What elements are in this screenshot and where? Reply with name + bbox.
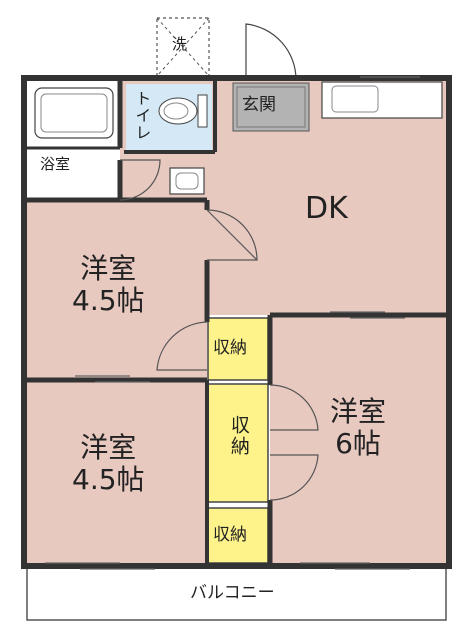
- closet-bottom-label: 収納: [213, 525, 247, 545]
- sliding-doors: [45, 76, 420, 570]
- room-sw-floor: [27, 380, 207, 563]
- bathtub: [34, 87, 114, 139]
- toilet-label: トイレ: [132, 90, 152, 141]
- room-e-label: 洋室 6帖: [330, 395, 387, 461]
- bath-label: 浴室: [40, 155, 71, 173]
- entrance-floor: [232, 82, 310, 132]
- door-swings: [119, 159, 319, 501]
- laundry-space: [156, 17, 210, 77]
- laundry-label: 洗: [172, 35, 188, 53]
- dk-label: DK: [305, 191, 348, 226]
- entrance-inner: [236, 86, 306, 128]
- closet-mid-label: 収納: [227, 415, 250, 457]
- room-nw-label: 洋室 4.5帖: [72, 252, 145, 318]
- closet-top-fill: [207, 317, 269, 381]
- outer-walls: [21, 75, 452, 569]
- room-e-type: 洋室: [330, 395, 387, 428]
- interior-walls: [24, 78, 449, 566]
- room-e-size: 6帖: [335, 427, 381, 461]
- closet-top-label: 収納: [213, 338, 247, 358]
- closet-bottom-fill: [207, 507, 269, 564]
- bathtub-inner: [40, 93, 108, 133]
- room-sw-label: 洋室 4.5帖: [72, 431, 145, 497]
- washbasin-icon: [169, 167, 205, 195]
- room-nw-size: 4.5帖: [72, 284, 145, 318]
- kitchen-sink-icon: [321, 81, 443, 119]
- balcony-label: バルコニー: [190, 583, 275, 603]
- room-sw-type: 洋室: [80, 431, 137, 464]
- balcony-floor: [26, 567, 447, 621]
- entrance-label: 玄関: [242, 95, 276, 115]
- closet-mid-fill: [207, 383, 269, 503]
- room-nw-floor: [27, 200, 207, 380]
- toilet-bowl-icon: [158, 94, 208, 128]
- entrance-door-swing: [245, 23, 297, 81]
- room-sw-size: 4.5帖: [72, 463, 145, 497]
- room-nw-type: 洋室: [80, 252, 137, 285]
- room-e-floor: [270, 315, 446, 563]
